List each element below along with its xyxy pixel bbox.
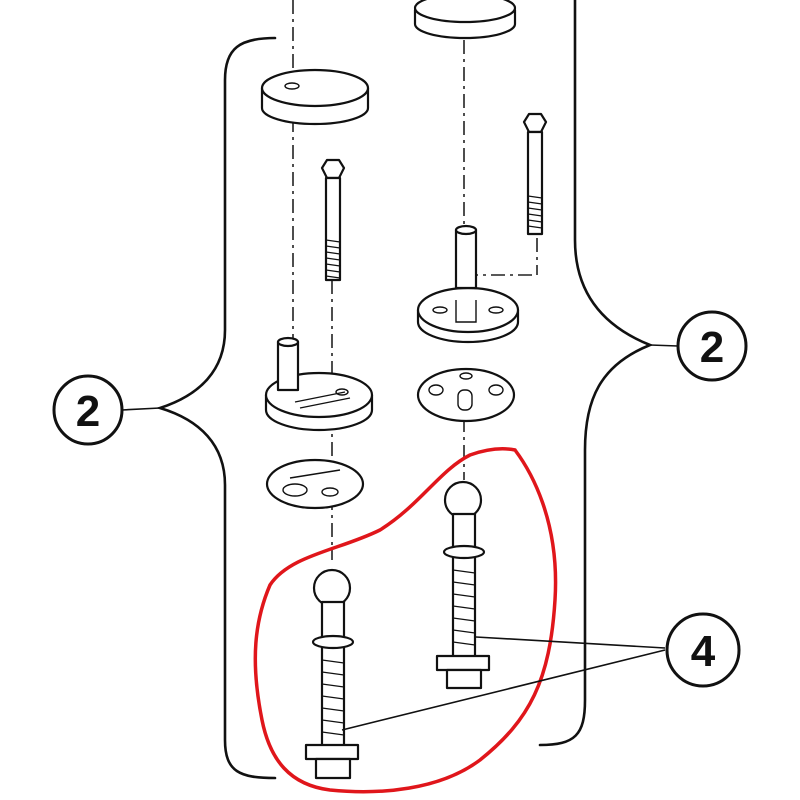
highlight-outline — [253, 447, 558, 794]
left-gasket — [265, 458, 365, 510]
right-brace — [538, 0, 654, 747]
right-hinge-base — [416, 224, 520, 344]
right-cap — [413, 0, 517, 40]
callout-4-leaders — [341, 636, 666, 731]
left-hinge-base — [264, 336, 374, 432]
callout-bottom: 4 — [665, 612, 741, 688]
callout-right: 2 — [676, 310, 748, 382]
left-bolt — [320, 158, 346, 282]
left-anchor-bolt — [304, 568, 360, 780]
callout-right-label: 2 — [700, 323, 724, 372]
callout-left: 2 — [52, 374, 124, 446]
right-anchor-bolt — [435, 480, 491, 690]
right-bolt — [522, 112, 548, 236]
left-brace — [155, 36, 277, 780]
callout-bottom-label: 4 — [691, 627, 716, 676]
left-cap — [260, 68, 370, 126]
callout-left-label: 2 — [76, 387, 100, 436]
right-gasket — [416, 367, 516, 423]
